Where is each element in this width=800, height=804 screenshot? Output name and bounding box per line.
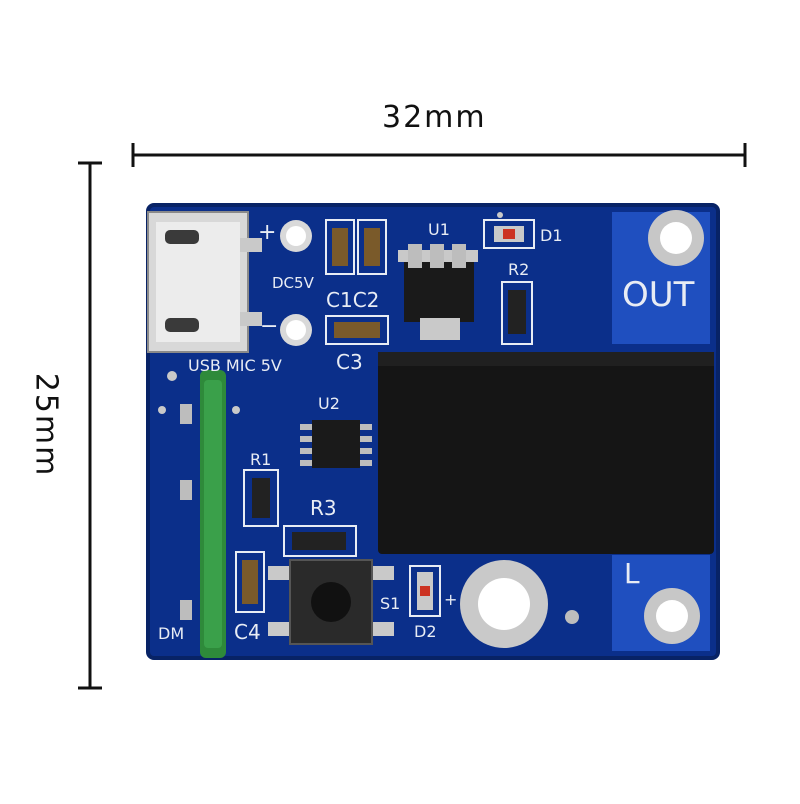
silk-r1: R1 bbox=[250, 450, 272, 469]
resistor-r2 bbox=[501, 281, 533, 345]
capacitor-c3 bbox=[325, 315, 389, 345]
regulator-u1 bbox=[398, 244, 478, 340]
silk-s1: S1 bbox=[380, 594, 401, 613]
silk-u2: U2 bbox=[318, 394, 340, 413]
relay bbox=[378, 352, 714, 554]
silk-d1: D1 bbox=[540, 226, 563, 245]
silk-l-mark: L bbox=[624, 557, 640, 590]
width-dimension-label: 32mm bbox=[382, 100, 487, 135]
antenna-module bbox=[200, 370, 226, 658]
silk-c1c2: C1C2 bbox=[326, 288, 380, 312]
height-dimension-label: 25mm bbox=[28, 372, 64, 478]
led-d2 bbox=[409, 565, 441, 617]
pcb-edge-shade bbox=[146, 203, 720, 660]
ic-u2 bbox=[300, 420, 372, 468]
silk-c4: C4 bbox=[234, 620, 261, 644]
capacitor-c4 bbox=[235, 551, 265, 613]
silk-minus: − bbox=[260, 314, 279, 339]
silk-c3: C3 bbox=[336, 350, 363, 374]
silk-dc5v: DC5V bbox=[272, 274, 314, 292]
width-dimension-line bbox=[131, 143, 747, 167]
silk-u1: U1 bbox=[428, 220, 450, 239]
silk-r2: R2 bbox=[508, 260, 530, 279]
push-button-s1 bbox=[268, 559, 394, 645]
usb-connector bbox=[147, 211, 262, 353]
resistor-r1 bbox=[243, 469, 279, 527]
silk-out: OUT bbox=[622, 275, 695, 315]
silk-usb-mic: USB MIC 5V bbox=[188, 356, 282, 375]
edge-pads bbox=[180, 404, 192, 620]
silk-r3: R3 bbox=[310, 496, 337, 520]
silk-plus-top: + bbox=[258, 220, 277, 245]
resistor-r3 bbox=[283, 525, 357, 557]
height-dimension-line bbox=[78, 161, 102, 690]
silk-dm: DM bbox=[158, 624, 185, 643]
vias bbox=[158, 212, 503, 414]
mounting-holes bbox=[280, 210, 704, 648]
capacitors-c1-c2 bbox=[325, 219, 387, 275]
silk-plus-led: + bbox=[444, 590, 458, 609]
led-d1 bbox=[483, 219, 535, 249]
silk-d2: D2 bbox=[414, 622, 437, 641]
